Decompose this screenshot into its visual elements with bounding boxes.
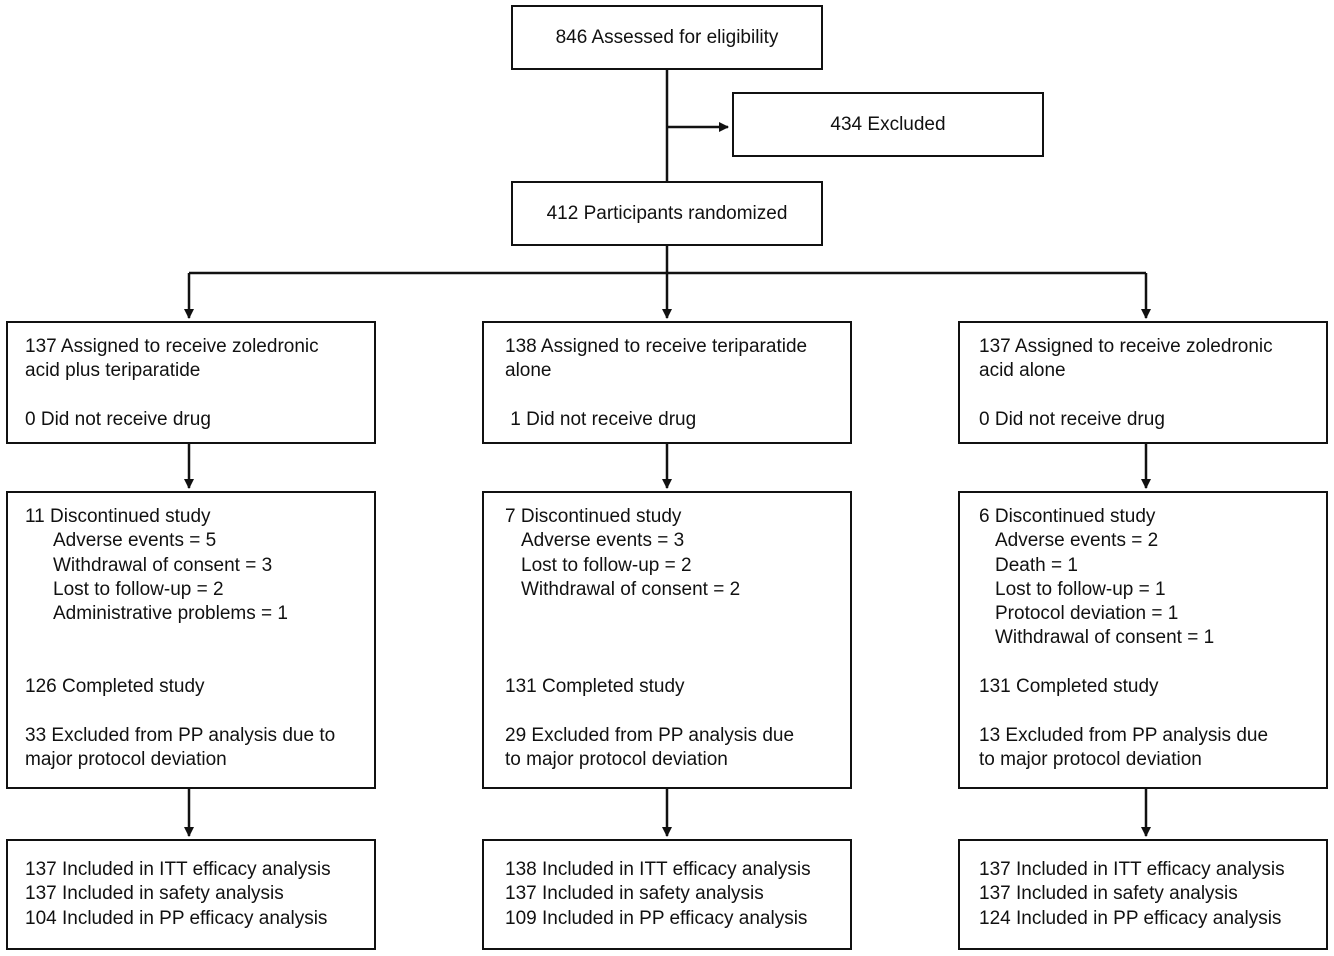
- arm2-completed: 131 Completed study: [505, 676, 685, 698]
- arm3-assigned-line2: acid alone: [979, 360, 1066, 382]
- excluded-box: 434 Excluded: [732, 92, 1044, 157]
- arm1-itt: 137 Included in ITT efficacy analysis: [25, 859, 331, 880]
- arm2-reason: Withdrawal of consent = 2: [521, 578, 741, 600]
- arm2-pp-excluded-line1: 29 Excluded from PP analysis due: [505, 724, 795, 746]
- arm1-pp-excluded-line2: major protocol deviation: [25, 748, 227, 770]
- arm2-reason: Lost to follow-up = 2: [521, 554, 692, 576]
- arm3-completed: 131 Completed study: [979, 676, 1159, 698]
- arm1-reason: Administrative problems = 1: [53, 603, 288, 625]
- arm1-completed: 126 Completed study: [25, 676, 205, 698]
- arm2-safety: 137 Included in safety analysis: [505, 883, 764, 905]
- arm3-pp-excluded-line2: to major protocol deviation: [979, 748, 1202, 770]
- assessed-box: 846 Assessed for eligibility: [511, 5, 823, 70]
- arm1-reason: Lost to follow-up = 2: [53, 578, 224, 600]
- arm3-reason: Adverse events = 2: [995, 530, 1159, 552]
- arm2-not-received: 1 Did not receive drug: [505, 408, 697, 430]
- arm3-pp-excluded-line1: 13 Excluded from PP analysis due: [979, 724, 1269, 746]
- arm3-pp: 124 Included in PP efficacy analysis: [979, 907, 1282, 929]
- arm2-analysis-box: 138 Included in ITT efficacy analysis 13…: [482, 839, 852, 950]
- arm1-reason: Adverse events = 5: [53, 530, 217, 552]
- arm3-discontinued: 6 Discontinued study: [979, 506, 1156, 527]
- assessed-text: 846 Assessed for eligibility: [555, 26, 779, 48]
- arm2-allocation-box: 138 Assigned to receive teriparatide alo…: [482, 321, 852, 444]
- arm2-assigned-line2: alone: [505, 360, 552, 382]
- arm2-pp: 109 Included in PP efficacy analysis: [505, 907, 808, 929]
- arm1-followup-box: 11 Discontinued study Adverse events = 5…: [6, 491, 376, 789]
- excluded-text: 434 Excluded: [830, 113, 946, 135]
- arm1-analysis-box: 137 Included in ITT efficacy analysis 13…: [6, 839, 376, 950]
- arm3-allocation-box: 137 Assigned to receive zoledronic acid …: [958, 321, 1328, 444]
- arm1-discontinued: 11 Discontinued study: [25, 506, 211, 527]
- randomized-box: 412 Participants randomized: [511, 181, 823, 246]
- arm3-analysis-box: 137 Included in ITT efficacy analysis 13…: [958, 839, 1328, 950]
- arm3-safety: 137 Included in safety analysis: [979, 883, 1238, 905]
- arm1-allocation-box: 137 Assigned to receive zoledronic acid …: [6, 321, 376, 444]
- arm3-reason: Lost to follow-up = 1: [995, 578, 1166, 600]
- arm1-assigned-line2: acid plus teriparatide: [25, 360, 201, 382]
- arm2-itt: 138 Included in ITT efficacy analysis: [505, 859, 811, 880]
- arm1-not-received: 0 Did not receive drug: [25, 408, 211, 430]
- arm3-itt: 137 Included in ITT efficacy analysis: [979, 859, 1285, 880]
- arm3-not-received: 0 Did not receive drug: [979, 408, 1165, 430]
- arm3-reason: Protocol deviation = 1: [995, 603, 1179, 625]
- arm1-pp: 104 Included in PP efficacy analysis: [25, 907, 328, 929]
- arm3-assigned-line1: 137 Assigned to receive zoledronic: [979, 336, 1273, 357]
- arm3-followup-box: 6 Discontinued study Adverse events = 2 …: [958, 491, 1328, 789]
- arm1-reason: Withdrawal of consent = 3: [53, 554, 273, 576]
- arm2-discontinued: 7 Discontinued study: [505, 506, 682, 527]
- arm1-safety: 137 Included in safety analysis: [25, 883, 284, 905]
- arm3-reason: Withdrawal of consent = 1: [995, 627, 1215, 649]
- arm2-followup-box: 7 Discontinued study Adverse events = 3 …: [482, 491, 852, 789]
- arm1-assigned-line1: 137 Assigned to receive zoledronic: [25, 336, 319, 357]
- arm2-pp-excluded-line2: to major protocol deviation: [505, 748, 728, 770]
- arm3-reason: Death = 1: [995, 554, 1078, 576]
- randomized-text: 412 Participants randomized: [546, 202, 788, 224]
- arm2-assigned-line1: 138 Assigned to receive teriparatide: [505, 336, 808, 357]
- arm1-pp-excluded-line1: 33 Excluded from PP analysis due to: [25, 724, 336, 746]
- arm2-reason: Adverse events = 3: [521, 530, 685, 552]
